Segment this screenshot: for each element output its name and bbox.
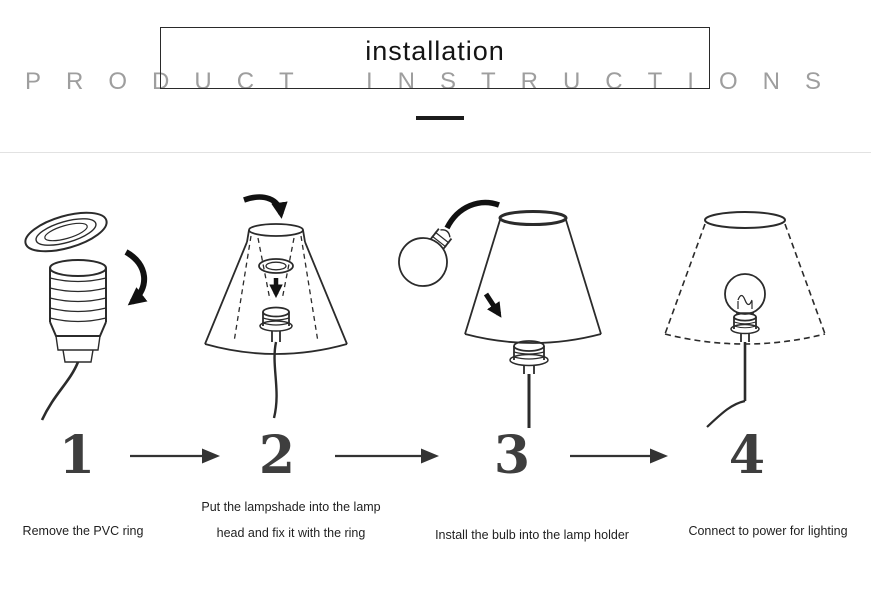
socket-pvc-ring-icon bbox=[24, 211, 148, 421]
assembled-lamp-icon bbox=[664, 211, 826, 428]
step2-caption: Put the lampshade into the lamp head and… bbox=[201, 500, 381, 541]
step3-illustration bbox=[383, 190, 603, 430]
step4-illustration bbox=[643, 196, 848, 434]
arrow-2-3-icon bbox=[333, 444, 441, 473]
step4-number: 4 bbox=[728, 425, 766, 486]
step2-illustration bbox=[188, 190, 363, 430]
arrow-3-4-icon bbox=[568, 444, 670, 473]
page-title: installation bbox=[365, 36, 505, 66]
background-product-instructions-text: PRODUCT INSTRUCTIONS bbox=[25, 68, 846, 95]
step3-caption: Install the bulb into the lamp holder bbox=[435, 528, 629, 542]
lampshade-ring-icon bbox=[204, 194, 348, 419]
step4-caption: Connect to power for lighting bbox=[688, 524, 848, 538]
arrow-1-2-icon bbox=[128, 444, 222, 473]
bulb-into-holder-icon bbox=[398, 199, 602, 428]
title-underline bbox=[416, 116, 464, 120]
step2-number: 2 bbox=[258, 425, 296, 486]
horizontal-divider bbox=[0, 152, 871, 153]
title-box-border bbox=[160, 27, 710, 89]
step1-number: 1 bbox=[58, 425, 96, 486]
step3-number: 3 bbox=[493, 425, 531, 486]
step1-illustration bbox=[8, 192, 168, 432]
step1-caption: Remove the PVC ring bbox=[22, 524, 144, 538]
